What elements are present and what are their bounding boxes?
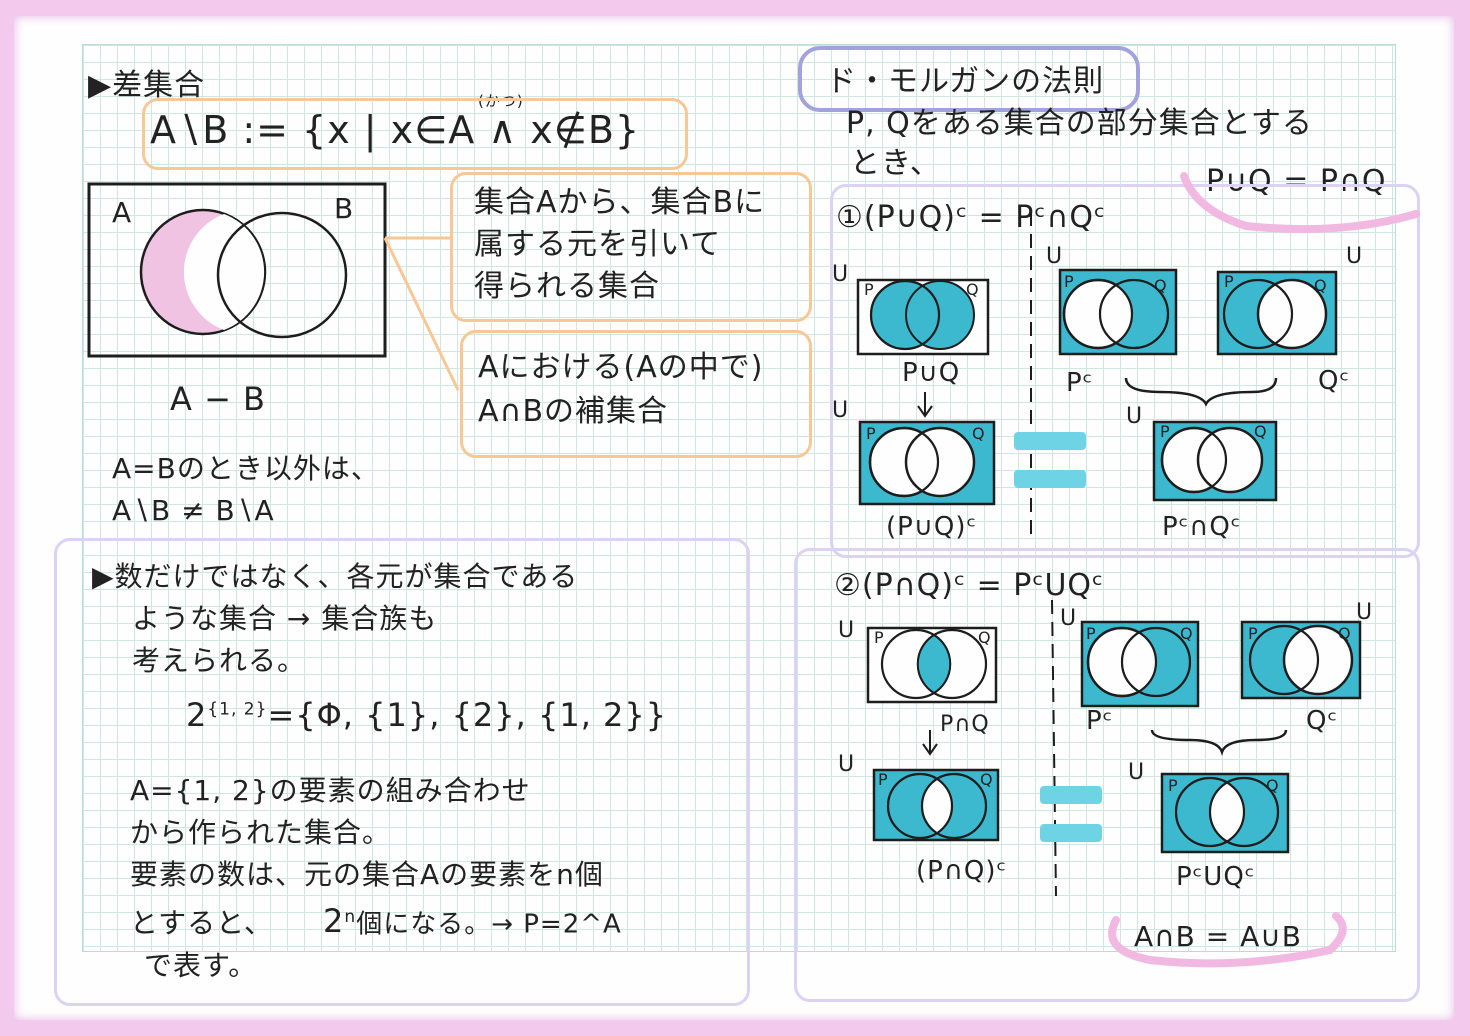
de-morgan-title: ド・モルガンの法則	[826, 64, 1105, 99]
equals-mark-2b	[1040, 824, 1102, 842]
label-u: U	[1060, 606, 1077, 631]
label-p: P	[864, 280, 874, 299]
caption-pc-union-qc: PᶜUQᶜ	[1176, 862, 1256, 892]
caption-p-intersect-q: P∩Q	[940, 712, 990, 737]
pink-highlight-1	[1180, 172, 1420, 234]
brace-1	[1124, 377, 1278, 407]
definition-box	[142, 98, 688, 170]
label-u: U	[838, 618, 855, 643]
power-set-example: 2{1, 2}={Φ, {1}, {2}, {1, 2}}	[186, 696, 668, 734]
label-u: U	[1356, 600, 1373, 625]
label-p: P	[878, 770, 888, 789]
equals-mark-1b	[1014, 470, 1086, 488]
de-morgan-title-box	[798, 46, 1140, 112]
caption-p-union-q: P∪Q	[902, 358, 961, 388]
venn-q-complement-2	[1240, 620, 1362, 700]
label-p: P	[1160, 422, 1170, 441]
label-p: P	[1224, 272, 1234, 291]
intersection-blank	[183, 214, 265, 330]
universe-rect	[87, 182, 387, 358]
label-p: P	[1168, 776, 1178, 795]
caption-pc-intersect-qc: Pᶜ∩Qᶜ	[1162, 512, 1242, 542]
label-u: U	[1046, 244, 1063, 269]
caption-q-complement-2: Qᶜ	[1306, 706, 1339, 736]
family-text: ▶数だけではなく、各元が集合である ような集合 → 集合族も 考えられる。	[92, 560, 579, 677]
connector-lines	[383, 236, 460, 391]
label-q: Q	[1254, 422, 1267, 441]
label-p: P	[874, 628, 884, 647]
label-q: Q	[1314, 276, 1327, 295]
label-q: Q	[1266, 776, 1279, 795]
heading-difference-set: ▶差集合	[88, 68, 206, 103]
label-q: Q	[978, 628, 991, 647]
explanation-2: Aにおける(Aの中で) A∩Bの補集合	[478, 350, 764, 429]
caption-p-complement: Pᶜ	[1066, 368, 1094, 398]
label-q: Q	[972, 424, 985, 443]
venn-label-a: A	[112, 196, 133, 229]
definition-formula: A∖B := {x | x∈A ∧ x∉B}	[150, 108, 641, 152]
de-morgan-overline-1: P∪Q = P∩Q	[1206, 164, 1387, 199]
venn-q-complement	[1216, 270, 1338, 356]
law-2-box	[794, 548, 1420, 1002]
label-p: P	[1064, 272, 1074, 291]
label-q: Q	[966, 280, 979, 299]
label-q: Q	[1180, 624, 1193, 643]
label-p: P	[1248, 624, 1258, 643]
caption-union-complement: (P∪Q)ᶜ	[886, 512, 978, 542]
venn-caption: A − B	[170, 380, 266, 418]
label-q: Q	[1154, 276, 1167, 295]
label-p: P	[1086, 624, 1096, 643]
explanation-box-1	[450, 172, 812, 322]
venn-label-b: B	[334, 192, 355, 225]
venn-p-intersect-q	[866, 626, 998, 704]
brace-2	[1150, 729, 1288, 756]
venn-pc-union-qc	[1160, 772, 1290, 854]
venn-p-complement	[1058, 268, 1178, 356]
label-q: Q	[980, 770, 993, 789]
caption-p-complement-2: Pᶜ	[1086, 706, 1114, 736]
triangle-bullet-icon: ▶	[88, 68, 113, 103]
venn-p-union-q	[856, 278, 990, 356]
label-q: Q	[1338, 624, 1351, 643]
label-u: U	[832, 262, 849, 287]
asymmetry-note: A=Bのとき以外は、 A∖B ≠ B∖A	[112, 452, 380, 527]
de-morgan-overline-2: A∩B = A∪B	[1134, 920, 1302, 953]
label-u: U	[1126, 404, 1143, 429]
explanation-box-2	[460, 330, 812, 458]
venn-p-intersect-q-complement	[872, 768, 1000, 842]
label-u: U	[832, 398, 849, 423]
caption-intersect-complement: (P∩Q)ᶜ	[916, 856, 1008, 886]
venn-p-union-q-complement	[858, 420, 996, 506]
family-of-sets-box	[54, 538, 750, 1006]
set-b-circle	[216, 211, 348, 339]
equals-mark-2a	[1040, 786, 1102, 804]
law-1-box	[830, 184, 1420, 558]
triangle-bullet-icon: ▶	[92, 560, 115, 593]
label-u: U	[838, 752, 855, 777]
explanation-1: 集合Aから、集合Bに 属する元を引いて 得られる集合	[474, 185, 766, 304]
caption-q-complement: Qᶜ	[1318, 366, 1351, 396]
de-morgan-intro: P, Qをある集合の部分集合とする とき、	[846, 106, 1313, 181]
separator-2	[1051, 599, 1057, 897]
venn-pc-intersect-qc	[1152, 420, 1278, 502]
law-1-formula: ①(P∪Q)ᶜ = Pᶜ∩Qᶜ	[836, 200, 1107, 235]
equals-mark-1a	[1014, 432, 1086, 450]
label-u: U	[1128, 760, 1145, 785]
pink-highlight-2	[1108, 912, 1347, 968]
label-p: P	[866, 424, 876, 443]
and-reading: (かつ)	[478, 92, 524, 110]
law-2-formula: ②(P∩Q)ᶜ = PᶜUQᶜ	[834, 568, 1105, 603]
combination-text: A={1, 2}の要素の組み合わせ から作られた集合。 要素の数は、元の集合Aの…	[130, 774, 622, 983]
venn-p-complement-2	[1080, 620, 1200, 708]
label-u: U	[1346, 244, 1363, 269]
